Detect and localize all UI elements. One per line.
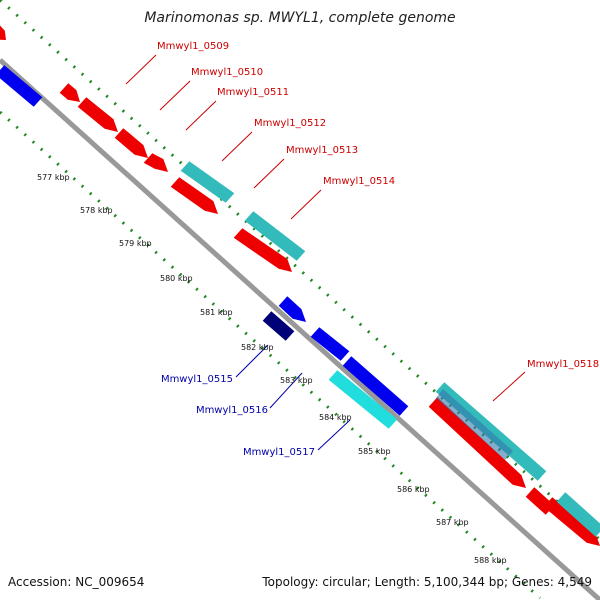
feature-0519[interactable] [556, 492, 600, 537]
kbp-tick-7: 583 kbp [280, 376, 313, 385]
kbp-tick-5: 581 kbp [200, 308, 233, 317]
gene-labels: Mmwyl1_0509Mmwyl1_0510Mmwyl1_0511Mmwyl1_… [157, 41, 599, 458]
leader-line-mmwyl1_0515 [235, 344, 269, 378]
leader-line-mmwyl1_0510 [159, 80, 191, 111]
kbp-tick-4: 580 kbp [160, 274, 193, 283]
genome-backbone [0, 58, 600, 600]
gene-label-mmwyl1_0511[interactable]: Mmwyl1_0511 [217, 87, 289, 98]
leader-line-mmwyl1_0518 [492, 371, 526, 402]
gene-bar-mmwyl1-0515[interactable] [262, 311, 295, 341]
leader-line-mmwyl1_0513 [253, 158, 285, 189]
gene-label-mmwyl1_0510[interactable]: Mmwyl1_0510 [191, 67, 263, 78]
inner-dotted-track [0, 110, 542, 600]
leader-line-mmwyl1_0516 [269, 372, 303, 409]
leader-line-mmwyl1_0511 [185, 100, 217, 131]
gene-arrow-forward[interactable] [0, 25, 6, 41]
gene-arrow-mmwyl1-0510[interactable] [77, 97, 118, 132]
gene-label-mmwyl1_0517[interactable]: Mmwyl1_0517 [243, 447, 315, 458]
feature-overlap-0518 [436, 389, 513, 460]
gene-label-mmwyl1_0513[interactable]: Mmwyl1_0513 [286, 145, 358, 156]
gene-label-mmwyl1_0509[interactable]: Mmwyl1_0509 [157, 41, 229, 52]
gene-label-mmwyl1_0516[interactable]: Mmwyl1_0516 [196, 405, 268, 416]
gene-features [0, 25, 600, 546]
gene-arrow-mmwyl1-0513[interactable] [170, 177, 218, 214]
kbp-tick-9: 585 kbp [358, 447, 391, 456]
gene-arrow-mmwyl1-0509[interactable] [59, 83, 80, 102]
gene-label-mmwyl1_0512[interactable]: Mmwyl1_0512 [254, 118, 326, 129]
gene-arrow-mmwyl1-0514[interactable] [233, 228, 292, 272]
gene-arrow-mmwyl1-0518[interactable] [428, 397, 526, 488]
gene-arrow-reverse-a[interactable] [278, 296, 306, 322]
gene-label-mmwyl1_0514[interactable]: Mmwyl1_0514 [323, 176, 395, 187]
feature-mmwyl1-0517[interactable] [328, 370, 398, 429]
kbp-tick-1: 577 kbp [37, 173, 70, 182]
outer-dotted-track [0, 0, 600, 542]
topology-text: Topology: circular; Length: 5,100,344 bp… [261, 575, 592, 589]
kbp-tick-10: 586 kbp [397, 485, 430, 494]
accession-text: Accession: NC_009654 [8, 575, 144, 589]
gene-label-mmwyl1_0515[interactable]: Mmwyl1_0515 [161, 374, 233, 385]
leader-line-mmwyl1_0512 [221, 131, 253, 162]
kbp-tick-6: 582 kbp [241, 343, 274, 352]
kbp-tick-8: 584 kbp [319, 413, 352, 422]
gene-bar-mmwyl1-0516a[interactable] [310, 327, 350, 361]
feature-mmwyl1-0512[interactable] [180, 161, 235, 203]
feature-mmwyl1-0518[interactable] [435, 382, 547, 481]
kbp-tick-labels: 577 kbp 578 kbp 579 kbp 580 kbp 581 kbp 582 k… [37, 173, 507, 565]
gene-arrow-mmwyl1-0511b[interactable] [143, 153, 168, 172]
gene-arrow-0519[interactable] [543, 497, 600, 546]
kbp-tick-12: 588 kbp [474, 556, 507, 565]
label-leader-lines [125, 54, 526, 451]
feature-mmwyl1-0514[interactable] [244, 211, 306, 261]
leader-line-mmwyl1_0509 [125, 54, 157, 85]
kbp-tick-11: 587 kbp [436, 518, 469, 527]
leader-line-mmwyl1_0517 [317, 419, 351, 451]
leader-line-mmwyl1_0514 [290, 189, 322, 220]
gene-label-mmwyl1_0518[interactable]: Mmwyl1_0518 [527, 359, 599, 370]
gene-bar-reverse[interactable] [0, 65, 43, 107]
gene-bar-mmwyl1-0516b[interactable] [342, 356, 409, 416]
gene-arrow-mmwyl1-0511[interactable] [114, 128, 148, 158]
kbp-tick-2: 578 kbp [80, 206, 113, 215]
map-title: Marinomonas sp. MWYL1, complete genome [144, 10, 455, 26]
kbp-tick-3: 579 kbp [119, 239, 152, 248]
